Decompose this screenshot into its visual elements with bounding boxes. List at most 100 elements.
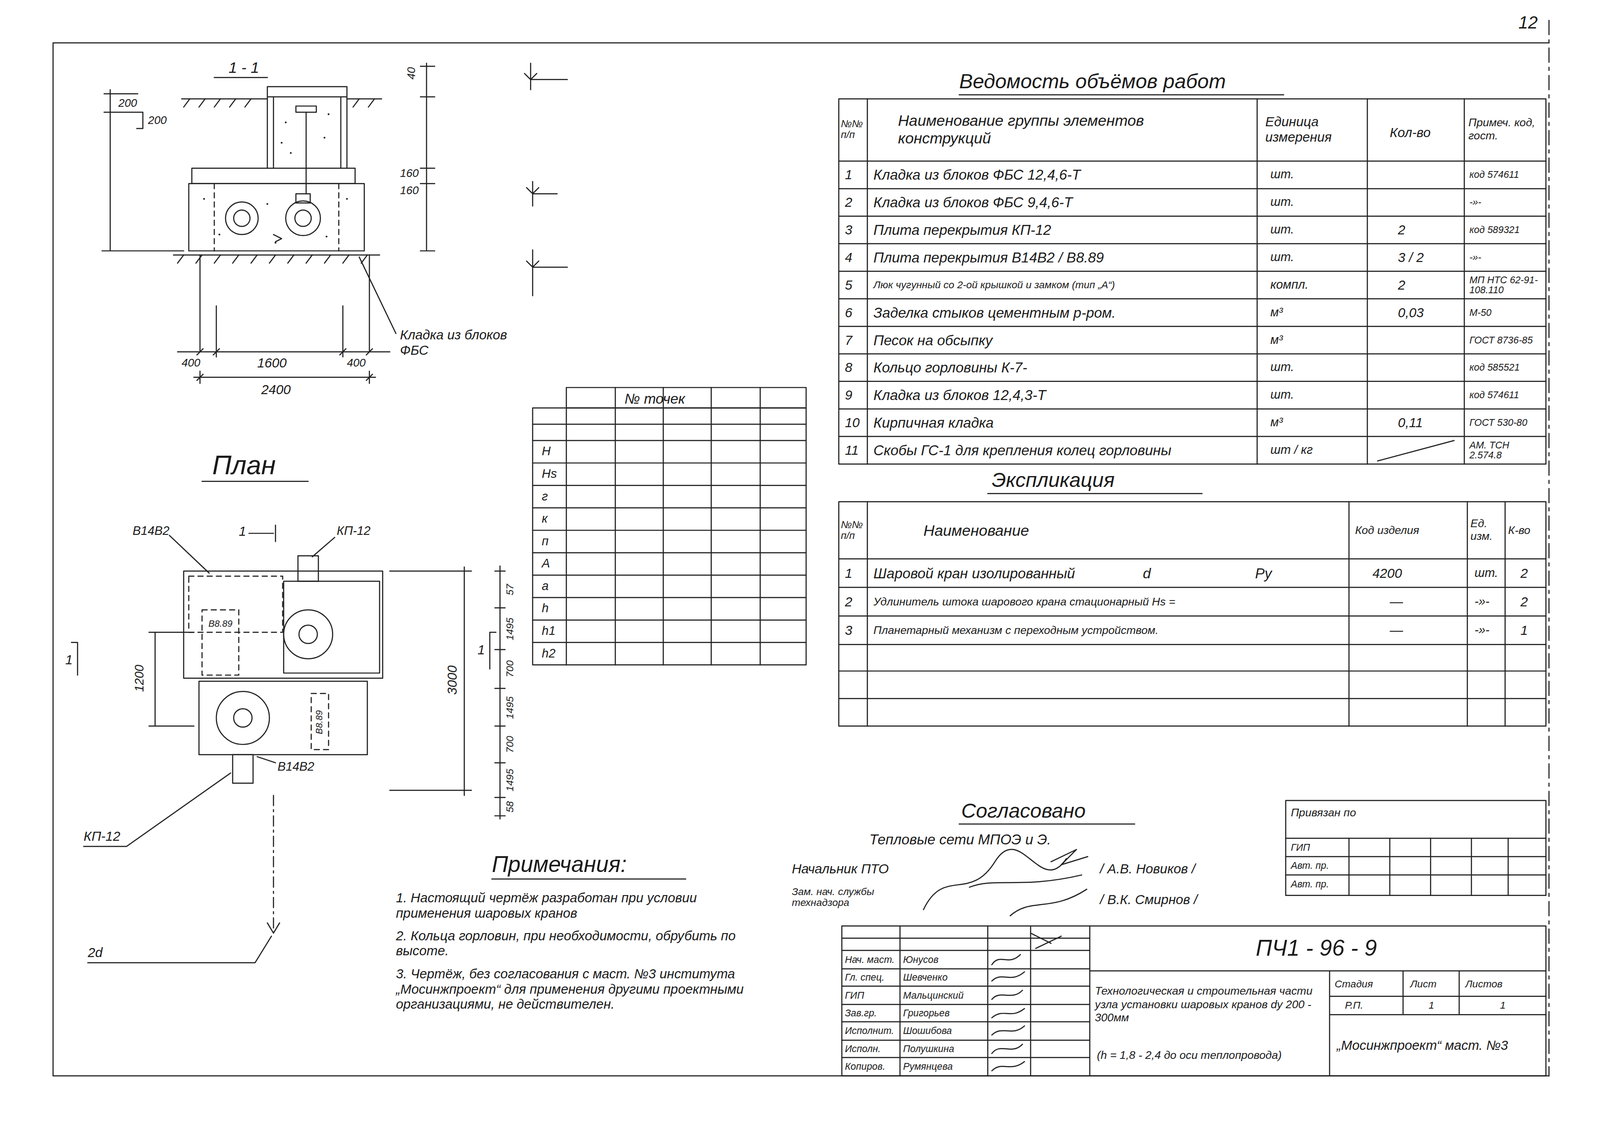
explication-table-part: [838, 558, 1546, 699]
drawing-label: В14В2: [277, 759, 315, 774]
drawing-label: Технологическая и строительная части узл…: [1094, 984, 1325, 1025]
drawing-label: 2400: [261, 382, 291, 398]
drawing-label: 700: [504, 735, 516, 754]
plan-view-part: [389, 567, 472, 796]
drawing-label: Кладка из блоков ФБС: [400, 327, 521, 359]
drawing-label: компл.: [1270, 277, 1309, 292]
drawing-label: Код изделия: [1355, 524, 1448, 538]
drawing-label: м³: [1270, 415, 1284, 430]
drawing-label: Григорьев: [902, 1007, 950, 1020]
explication-table-part: [987, 493, 1202, 495]
explication-table-part: [867, 501, 1505, 727]
drawing-label: 9: [845, 387, 853, 403]
drawing-label: М-50: [1469, 307, 1543, 318]
null-part-part: [274, 241, 277, 244]
drawing-label: Исполн.: [845, 1043, 881, 1056]
drawing-label: 2: [1520, 565, 1528, 582]
drawing-label: h1: [541, 624, 556, 639]
drawing-label: 1: [65, 652, 73, 668]
plan-view-part: [257, 756, 276, 764]
drawing-label: код 589321: [1469, 224, 1543, 235]
notes-underline-part: [491, 878, 686, 880]
drawing-label: г: [541, 489, 548, 504]
drawing-label: h: [541, 601, 549, 617]
plan-view-part: [233, 708, 253, 728]
drawing-label: 1600: [257, 355, 287, 371]
drawing-label: Шаровой кран изолированный: [873, 564, 1075, 582]
drawing-label: В8.89: [314, 710, 325, 735]
drawing-label: h2: [541, 646, 556, 661]
drawing-label: 1495: [504, 768, 516, 792]
points-table-part: [566, 387, 760, 665]
drawing-label: Плита перекрытия КП-12: [873, 221, 1052, 239]
drawing-label: 2: [845, 194, 853, 211]
drawing-label: Песок на обсыпку: [873, 331, 993, 349]
drawing-label: 1. Настоящий чертёж разработан при услов…: [396, 890, 774, 921]
explication-table-part: [838, 501, 1546, 727]
drawing-label: Румянцева: [902, 1061, 953, 1073]
drawing-label: к: [541, 512, 548, 527]
section-view-part: [267, 86, 348, 169]
drawing-label: 0,03: [1398, 305, 1424, 321]
drawing-label: шт.: [1270, 223, 1295, 238]
approval-block-part: [1285, 838, 1547, 875]
drawing-label: Люк чугунный со 2-ой крышкой и замком (т…: [873, 280, 1252, 291]
title-block-part: [841, 938, 1090, 1058]
plan-view-part: [283, 610, 333, 660]
drawing-label: 1: [1428, 999, 1435, 1012]
drawing-label: Юнусов: [902, 954, 939, 966]
drawing-label: 200: [118, 96, 138, 110]
drawing-label: КП-12: [83, 828, 121, 845]
drawing-label: 160: [400, 184, 419, 198]
approval-block-part: [1050, 849, 1088, 865]
sheet-frame: [52, 20, 1549, 1076]
drawing-label: код 585521: [1469, 362, 1543, 373]
drawing-label: 3 / 2: [1398, 249, 1424, 266]
drawing-label: Примеч. код, гост.: [1468, 116, 1544, 143]
plan-view-part: [248, 525, 276, 542]
drawing-label: Полушкина: [902, 1043, 955, 1056]
drawing-label: 160: [400, 167, 419, 181]
drawing-label: ГИП: [845, 989, 865, 1002]
section-view-part: [225, 201, 258, 235]
drawing-label: -»-: [1469, 197, 1543, 208]
works-table: [838, 95, 1546, 465]
drawing-label: 4: [845, 249, 853, 266]
plan-view-part: [489, 632, 497, 669]
section-view-part: [188, 183, 365, 252]
drawing-label: шт / кг: [1270, 443, 1314, 458]
drawing-label: Гл. спец.: [845, 972, 885, 984]
drawing-label: d: [1142, 564, 1152, 582]
works-table-part: [838, 161, 1546, 437]
points-table-part: [532, 407, 807, 665]
drawing-label: 6: [845, 305, 853, 321]
null-part-part: [289, 152, 292, 154]
approval-block-part: [1348, 838, 1509, 896]
section-view-part: [295, 210, 312, 227]
section-view-part: [101, 89, 184, 251]
section-view-part: [296, 193, 311, 203]
works-table-part: [867, 99, 1465, 465]
drawing-label: Ру: [1255, 564, 1272, 582]
drawing-label: -»-: [1469, 252, 1543, 263]
drawing-label: Наименование группы элементов конструкци…: [897, 111, 1235, 148]
drawing-label: Единица измерения: [1265, 114, 1363, 145]
drawing-label: 700: [504, 660, 516, 679]
plan-view-part: [297, 555, 319, 582]
section-view-part: [196, 348, 373, 381]
drawing-label: №№ п/п: [840, 119, 866, 141]
points-table-part: [566, 387, 807, 408]
drawing-label: 5: [845, 277, 853, 293]
drawing-label: —: [1389, 594, 1404, 610]
drawing-label: Стадия: [1334, 978, 1373, 991]
approval-block-part: [1285, 800, 1547, 896]
drawing-label: Мальцинский: [902, 989, 964, 1002]
plan-view-part: [183, 571, 383, 679]
drawing-label: №№ п/п: [840, 519, 866, 541]
drawing-label: шт.: [1474, 566, 1499, 581]
drawing-label: Привязан по: [1290, 806, 1357, 820]
drawing-label: —: [1389, 622, 1404, 639]
plan-view-part: [267, 923, 280, 934]
drawing-label: 1: [845, 565, 853, 582]
drawing-label: Листов: [1465, 978, 1503, 991]
